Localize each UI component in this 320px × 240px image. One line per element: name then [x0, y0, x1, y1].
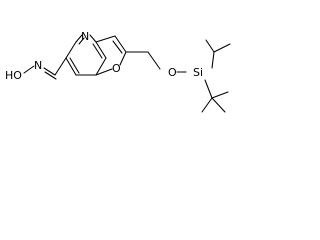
bond: [78, 37, 85, 45]
bond: [205, 39, 215, 53]
bonds: [23, 34, 231, 113]
bond: [95, 57, 107, 76]
bond: [95, 68, 113, 76]
ether-oxygen-label: O: [168, 66, 177, 79]
bond: [95, 41, 107, 59]
bond: [95, 35, 116, 43]
chemical-structure-canvas: N O O Si N HO: [0, 0, 293, 125]
bond: [65, 57, 77, 76]
ring-nitrogen-label: N: [81, 30, 89, 43]
bond: [201, 97, 213, 113]
atom-labels: N O O Si N HO: [5, 30, 203, 82]
bond: [43, 67, 56, 76]
bond: [114, 35, 127, 53]
bond: [211, 91, 229, 99]
bond: [69, 57, 80, 74]
chemical-structure-diagram: N O O Si N HO: [5, 30, 231, 113]
bond: [147, 51, 161, 70]
bond: [54, 57, 67, 76]
bond: [119, 51, 127, 66]
bond: [211, 51, 215, 69]
silicon-label: Si: [193, 66, 203, 79]
oxime-nitrogen-label: N: [34, 59, 42, 72]
bond: [75, 34, 83, 43]
bond: [213, 43, 231, 53]
furan-oxygen-label: O: [112, 62, 121, 75]
bond: [23, 65, 35, 74]
bond: [44, 71, 57, 80]
bond: [204, 79, 213, 99]
bond: [65, 41, 77, 59]
bond: [89, 34, 97, 43]
bond: [92, 43, 103, 59]
hydroxyl-label: HO: [5, 69, 22, 82]
bond: [211, 97, 226, 113]
bond: [112, 40, 123, 54]
